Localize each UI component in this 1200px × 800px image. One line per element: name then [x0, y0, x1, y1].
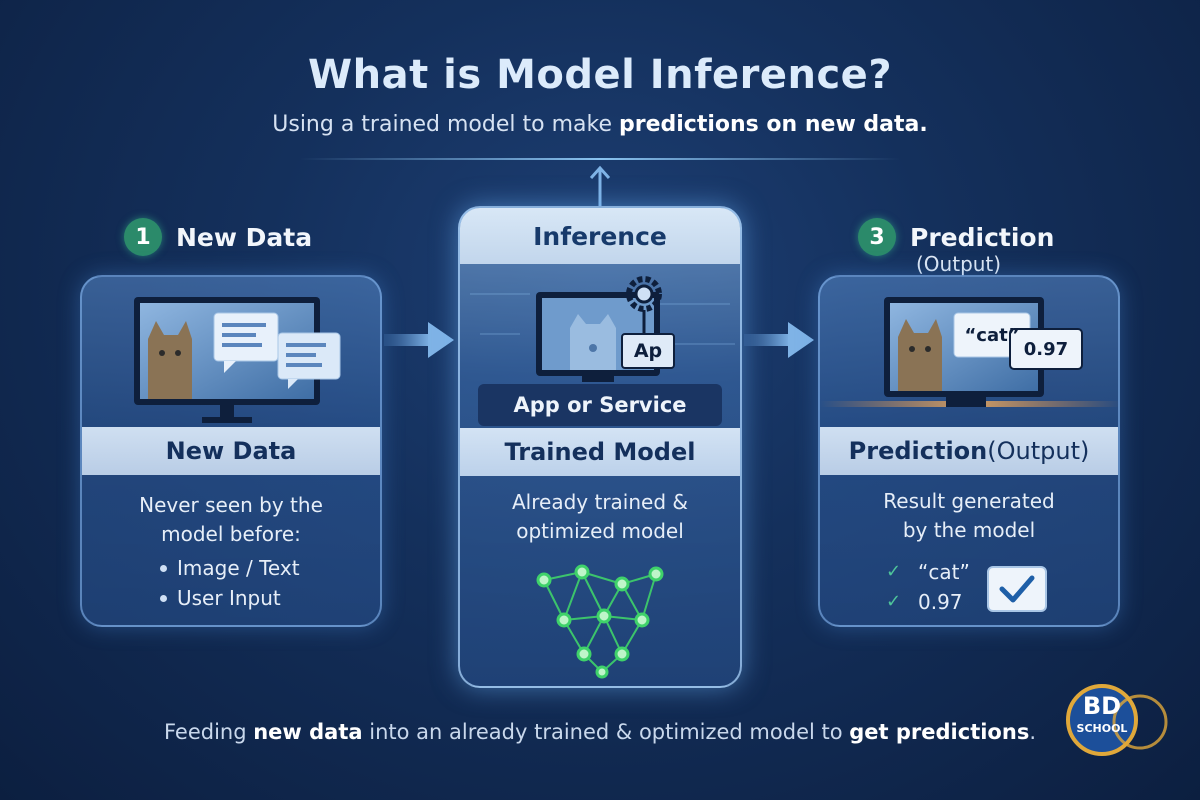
- logo-rings-icon: [1066, 684, 1168, 756]
- prediction-results: ✓ “cat” ✓ 0.97: [886, 557, 970, 617]
- step-3-label: Prediction: [910, 222, 1055, 252]
- arrow-right-icon: [384, 322, 454, 358]
- check-icon: ✓: [886, 591, 902, 612]
- bd-school-logo: BD SCHOOL: [1056, 680, 1176, 760]
- monitor-cat-result-icon: [820, 297, 1118, 407]
- screen-tag: Ap: [633, 340, 663, 362]
- prediction-band: Prediction (Output): [820, 427, 1118, 475]
- app-service-bar: App or Service: [478, 384, 722, 426]
- result-text: 0.97: [918, 590, 963, 614]
- list-item: Image / Text: [160, 553, 300, 583]
- up-arrow-icon: [589, 165, 611, 206]
- footer-part3: .: [1029, 720, 1037, 744]
- new-data-card: New Data Never seen by the model before:…: [80, 275, 382, 627]
- new-data-desc-line2: model before:: [161, 522, 301, 546]
- list-item: User Input: [160, 583, 300, 613]
- footer-bold2: get predictions: [849, 720, 1030, 744]
- subtitle-prefix: Using a trained model to make: [272, 112, 619, 137]
- check-icon: ✓: [886, 561, 902, 582]
- neural-network-icon: [536, 564, 664, 679]
- page-title: What is Model Inference?: [307, 52, 893, 98]
- step-3-header: 3 Prediction (Output): [858, 218, 1054, 276]
- footer-bold1: new data: [253, 720, 363, 744]
- inference-card: Inference Ap App or Service Trained Mode…: [458, 206, 742, 688]
- page-subtitle: Using a trained model to make prediction…: [0, 112, 1200, 137]
- new-data-bullets: Image / Text User Input: [160, 553, 300, 613]
- new-data-description: Never seen by the model before:: [82, 491, 380, 549]
- list-item: ✓ 0.97: [886, 587, 970, 617]
- prediction-band-light: (Output): [987, 437, 1090, 465]
- prediction-card: “cat” 0.97 Prediction (Output) Result ge…: [818, 275, 1120, 627]
- new-data-band: New Data: [82, 427, 380, 475]
- footer-caption: Feeding new data into an already trained…: [0, 720, 1200, 744]
- checkbox-checked-icon: [987, 566, 1047, 612]
- step-1-label: New Data: [176, 222, 313, 252]
- prediction-desc-line2: by the model: [902, 518, 1036, 542]
- prediction-desc-line1: Result generated: [883, 489, 1055, 513]
- logo-bottom-text: SCHOOL: [1076, 722, 1128, 735]
- screen-score: 0.97: [1023, 338, 1069, 360]
- footer-part2: into an already trained & optimized mode…: [362, 720, 850, 744]
- bullet-text: User Input: [177, 586, 281, 610]
- arrow-right-icon: [744, 322, 814, 358]
- trained-model-desc-line1: Already trained &: [512, 490, 688, 514]
- trained-model-band: Trained Model: [460, 428, 740, 476]
- trained-model-desc-line2: optimized model: [516, 519, 684, 543]
- bullet-text: Image / Text: [177, 556, 300, 580]
- subtitle-highlight: predictions on new data.: [618, 112, 928, 137]
- screen-label: “cat”: [964, 324, 1020, 346]
- result-text: “cat”: [918, 560, 970, 584]
- bullet-dot-icon: [160, 564, 167, 572]
- list-item: ✓ “cat”: [886, 557, 970, 587]
- step-3-badge: 3: [858, 218, 896, 256]
- prediction-description: Result generated by the model: [820, 487, 1118, 545]
- title-divider: [300, 158, 900, 160]
- step-1-badge: 1: [124, 218, 162, 256]
- step-1-header: 1 New Data: [124, 218, 312, 256]
- prediction-band-bold: Prediction: [848, 437, 988, 465]
- inference-header: Inference: [460, 208, 740, 264]
- bullet-dot-icon: [160, 594, 167, 602]
- new-data-desc-line1: Never seen by the: [139, 493, 323, 517]
- monitor-cat-chat-icon: [134, 297, 341, 423]
- step-3-sublabel: (Output): [916, 252, 1002, 276]
- trained-model-description: Already trained & optimized model: [460, 488, 740, 546]
- logo-top-text: BD: [1082, 692, 1122, 720]
- monitor-gear-icon: [470, 276, 735, 382]
- footer-part1: Feeding: [163, 720, 254, 744]
